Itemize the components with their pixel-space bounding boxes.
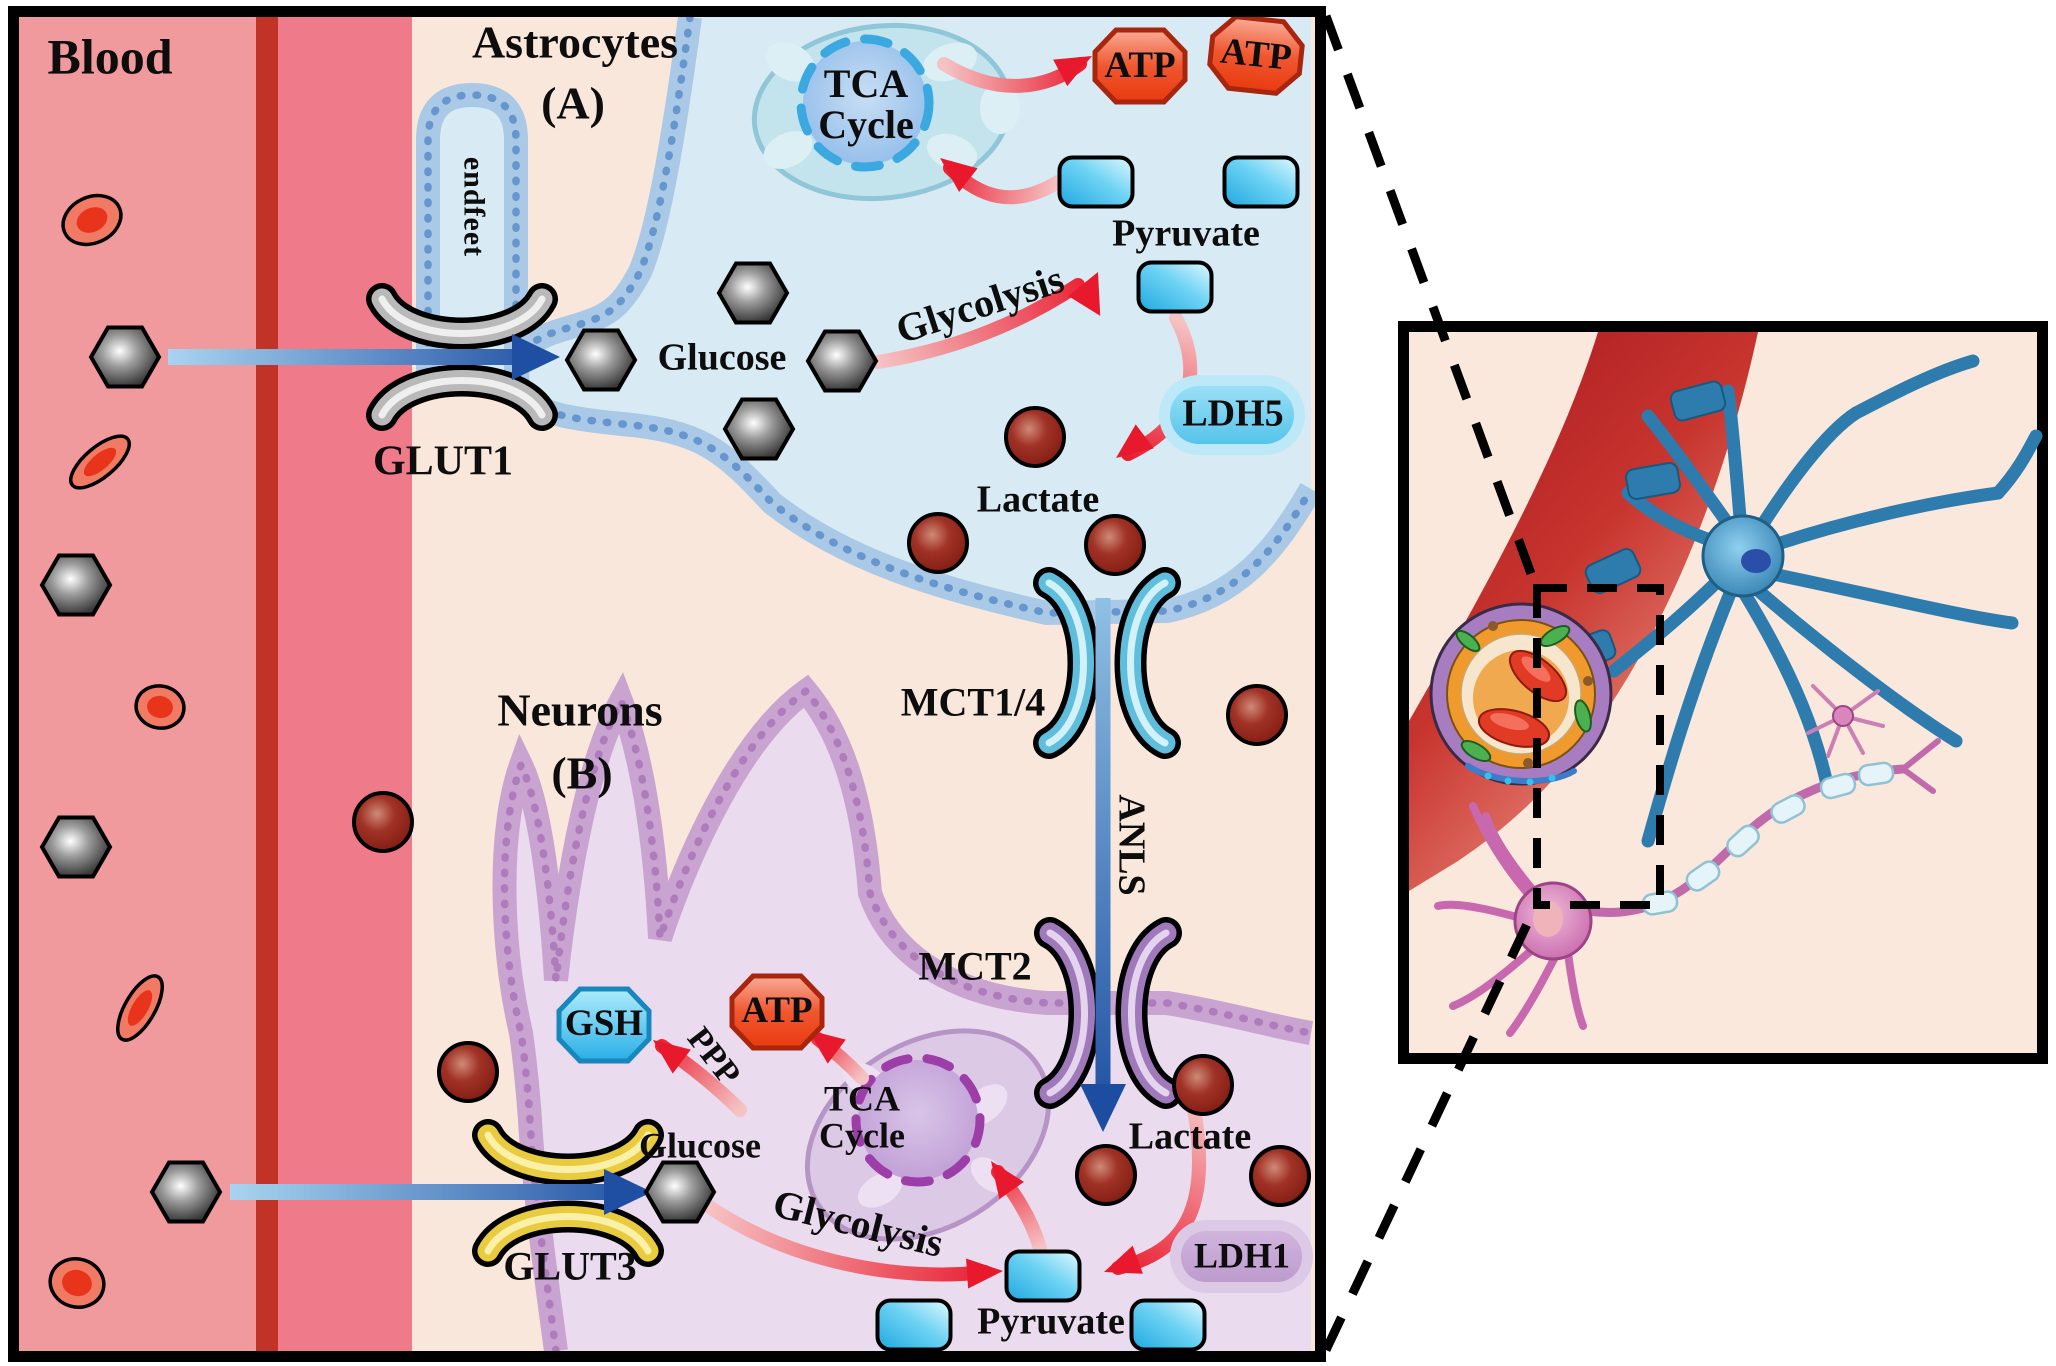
glucose-uptake-arrow-neuron [230,1169,652,1215]
anls-shuttle-arrow [1080,598,1126,1132]
astrocyte-tca-cycle-icon [803,41,927,165]
glycolysis-arrow-astrocyte [871,278,1085,369]
inset-neuron [1434,738,1941,1037]
neuron-mitochondrion-icon [804,1028,1052,1242]
glucose-uptake-arrow-astrocyte [168,334,560,380]
vessel-wall-stripe [256,17,278,1351]
atp-badge-neuron [732,976,822,1048]
atp-badge-astro-1 [1095,30,1185,102]
ldh1-arrow [1111,1091,1207,1275]
inset-zoom-rectangle [1533,584,1664,909]
neuron-tca-cycle-icon [858,1060,978,1180]
red-blood-cell-icons [48,193,186,1309]
ldh1-pill [1170,1220,1313,1293]
inset-glial-cell [1806,684,1885,758]
inset-myelin-segments [1641,761,1895,916]
blood-inner-region [278,17,412,1351]
inset-astrocyte-nucleus [1741,549,1771,573]
main-panel-border [8,6,1326,1362]
inset-neuron-nucleus [1533,901,1563,937]
zoom-connector-lines [1321,14,1542,1352]
ldh5-pill [1159,375,1305,455]
inset-vessel-cross-section [1429,602,1613,786]
inset-panel [1398,321,2048,1064]
gsh-badge [559,989,649,1061]
glycolysis-arrow-neuron [701,1199,992,1282]
atp-badge-astro-2 [1207,14,1304,95]
blood-region [19,17,256,1351]
